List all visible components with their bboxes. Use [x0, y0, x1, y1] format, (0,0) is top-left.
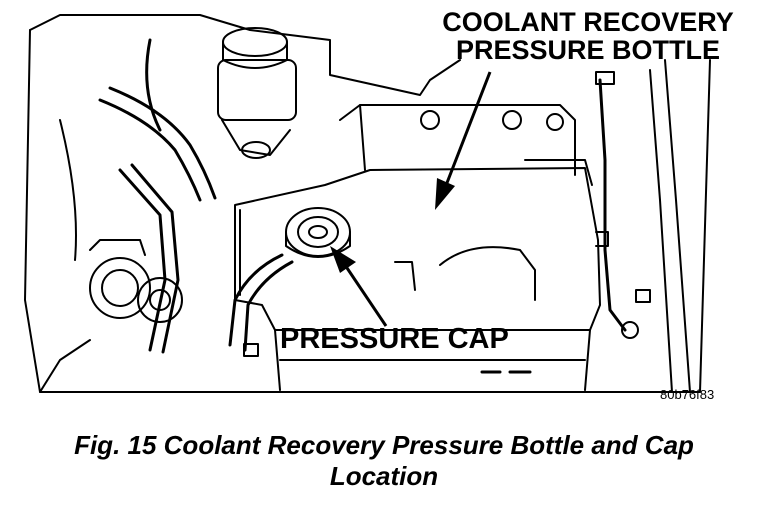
figure-caption-line1: Fig. 15 Coolant Recovery Pressure Bottle…: [74, 430, 694, 460]
arrow-to-cap: [330, 246, 388, 327]
engine-bay-outline: [24, 14, 711, 393]
pulley-left: [89, 239, 183, 323]
coolant-bottle-label: COOLANT RECOVERY PRESSURE BOTTLE: [418, 8, 758, 65]
coolant-bottle-shape: [234, 167, 601, 391]
hoses-left: [59, 38, 217, 354]
arrow-to-bottle: [435, 71, 492, 210]
image-code: 80b76f83: [660, 387, 715, 402]
coolant-bottle-label-line1: COOLANT RECOVERY: [442, 7, 734, 37]
figure-caption: Fig. 15 Coolant Recovery Pressure Bottle…: [0, 430, 768, 492]
hose-bottle-left: [228, 253, 294, 357]
pressure-cap-label: PRESSURE CAP: [280, 323, 509, 355]
leader-arrows: [330, 71, 492, 327]
figure-caption-line2: Location: [329, 461, 439, 492]
bracket-top: [339, 104, 593, 186]
reservoir-top-left: [217, 27, 297, 159]
pressure-cap-shape: [285, 207, 351, 258]
cable-right: [595, 59, 691, 393]
coolant-bottle-label-line2: PRESSURE BOTTLE: [455, 35, 721, 66]
